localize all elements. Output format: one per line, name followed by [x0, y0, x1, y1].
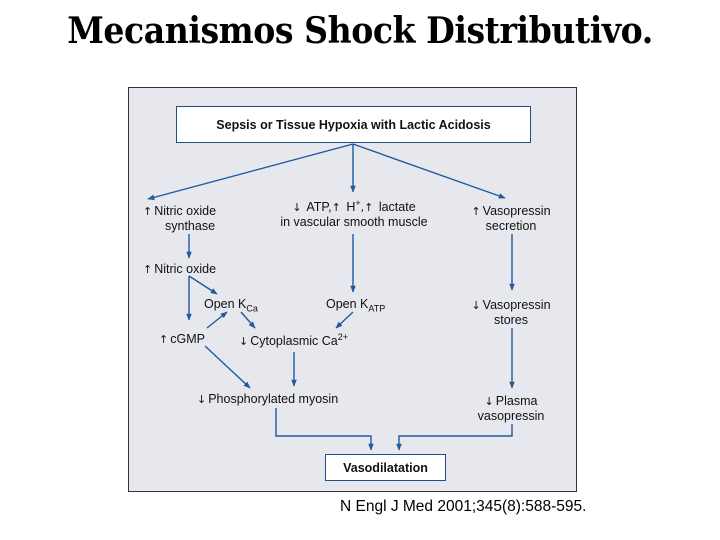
node-plasma-vasopressin: ↓Plasma vasopressin — [461, 394, 561, 423]
box-vasodilatation-label: Vasodilatation — [343, 460, 428, 475]
arrow-nitric-oxide-to-kca — [188, 275, 218, 295]
slide-title: Mecanismos Shock Distributivo. — [67, 10, 653, 52]
node-atp-lactate-line2: in vascular smooth muscle — [280, 215, 428, 229]
node-vasopressin-secretion-line2: secretion — [485, 219, 537, 233]
node-open-kca-subscript: Ca — [246, 303, 258, 314]
node-plasma-vasopressin-line1: Plasma — [495, 394, 538, 408]
node-nitric-oxide-label: Nitric oxide — [154, 262, 217, 276]
arrow-cgmp-to-phosphorylated-myosin — [204, 345, 251, 389]
arrow-sepsis-to-vasopressin-secretion — [352, 143, 506, 199]
decrease-arrow-icon: ↓ — [471, 299, 481, 312]
decrease-arrow-icon: ↓ — [292, 201, 302, 214]
node-lactate-label: lactate — [378, 200, 416, 214]
increase-arrow-icon: ↑ — [331, 201, 341, 214]
node-h-label: H — [346, 200, 356, 214]
increase-arrow-icon: ↑ — [159, 333, 169, 346]
arrow-kca-to-cytoplasmic-ca — [240, 311, 256, 329]
node-h-superscript: + — [355, 197, 361, 208]
node-cytoplasmic-ca-label: Cytoplasmic Ca — [250, 334, 338, 348]
node-open-katp-subscript: ATP — [368, 303, 386, 314]
increase-arrow-icon: ↑ — [471, 205, 481, 218]
arrow-katp-to-cytoplasmic-ca — [335, 311, 354, 329]
increase-arrow-icon: ↑ — [143, 205, 153, 218]
arrow-sepsis-to-nos — [147, 143, 354, 201]
arrow-cgmp-to-kca — [206, 311, 228, 329]
node-open-katp: Open KATP — [326, 297, 386, 314]
decrease-arrow-icon: ↓ — [197, 393, 207, 406]
node-phosphorylated-myosin: ↓Phosphorylated myosin — [197, 392, 338, 407]
arrow-plasma-to-vasodilatation — [396, 424, 513, 451]
citation: N Engl J Med 2001;345(8):588-595. — [340, 498, 587, 515]
box-sepsis-tissue-hypoxia-label: Sepsis or Tissue Hypoxia with Lactic Aci… — [216, 117, 491, 132]
node-atp-lactate: ↓ ATP,↑ H+,↑ lactate in vascular smooth … — [269, 197, 439, 229]
node-phosphorylated-myosin-label: Phosphorylated myosin — [208, 392, 339, 406]
node-vasopressin-secretion-line1: Vasopressin — [482, 204, 551, 218]
node-nitric-oxide: ↑Nitric oxide — [143, 262, 216, 277]
box-sepsis-tissue-hypoxia: Sepsis or Tissue Hypoxia with Lactic Aci… — [176, 106, 531, 143]
arrow-myosin-to-vasodilatation — [275, 408, 374, 451]
node-nitric-oxide-synthase-line2: synthase — [165, 219, 216, 233]
flowchart-figure: Sepsis or Tissue Hypoxia with Lactic Aci… — [128, 87, 577, 492]
node-open-katp-label: Open K — [326, 297, 369, 311]
node-open-kca-label: Open K — [204, 297, 247, 311]
node-vasopressin-stores-line1: Vasopressin — [482, 298, 551, 312]
decrease-arrow-icon: ↓ — [239, 335, 249, 348]
node-atp-label: ATP, — [306, 200, 332, 214]
node-cgmp-label: cGMP — [170, 332, 205, 346]
decrease-arrow-icon: ↓ — [484, 395, 494, 408]
node-vasopressin-secretion: ↑Vasopressin secretion — [461, 204, 561, 233]
node-vasopressin-stores: ↓Vasopressin stores — [461, 298, 561, 327]
increase-arrow-icon: ,↑ — [360, 201, 374, 214]
flowchart-connectors — [147, 143, 515, 451]
node-nitric-oxide-synthase: ↑Nitric oxide synthase — [143, 204, 216, 233]
increase-arrow-icon: ↑ — [143, 263, 153, 276]
node-vasopressin-stores-line2: stores — [493, 313, 529, 327]
node-plasma-vasopressin-line2: vasopressin — [477, 409, 545, 423]
box-vasodilatation: Vasodilatation — [325, 454, 446, 481]
node-cytoplasmic-ca: ↓Cytoplasmic Ca2+ — [239, 331, 349, 349]
node-cytoplasmic-ca-superscript: 2+ — [337, 331, 349, 342]
node-nitric-oxide-synthase-line1: Nitric oxide — [154, 204, 217, 218]
node-cgmp: ↑cGMP — [159, 332, 205, 347]
node-open-kca: Open KCa — [204, 297, 258, 314]
